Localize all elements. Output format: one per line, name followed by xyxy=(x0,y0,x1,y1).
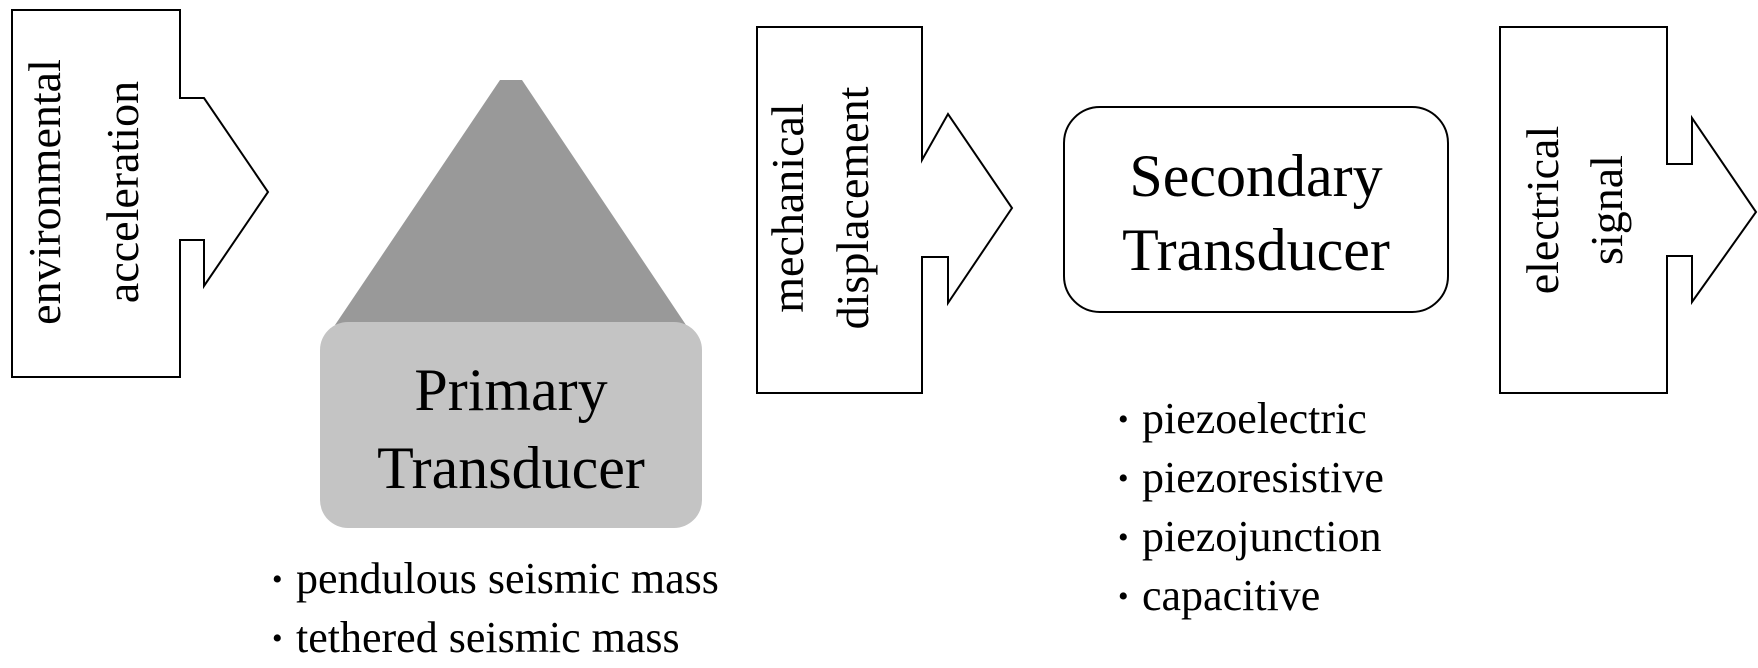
environmental-label: environmental xyxy=(19,59,70,325)
list-item: piezoresistive xyxy=(1118,449,1384,508)
primary-title-line1: Primary xyxy=(414,357,607,423)
secondary-transducer-box xyxy=(1063,106,1449,313)
secondary-title-line2: Transducer xyxy=(1122,217,1390,283)
primary-transducer: Primary Transducer xyxy=(320,80,702,528)
electrical-label: electrical xyxy=(1517,126,1568,295)
secondary-title-line1: Secondary xyxy=(1129,143,1382,209)
list-item: pendulous seismic mass xyxy=(272,550,719,609)
signal-label: signal xyxy=(1581,155,1632,265)
list-item: piezojunction xyxy=(1118,508,1384,567)
primary-transducer-triangle xyxy=(335,80,686,325)
mechanical-label: mechanical xyxy=(762,103,813,312)
primary-title-line2: Transducer xyxy=(377,435,645,501)
primary-transducer-box xyxy=(320,322,702,528)
acceleration-label: acceleration xyxy=(97,81,148,303)
list-item: piezoelectric xyxy=(1118,390,1384,449)
secondary-examples-list: piezoelectric piezoresistive piezojuncti… xyxy=(1118,390,1384,626)
mechanical-displacement-arrow: mechanical displacement xyxy=(756,26,1014,394)
list-item: tethered seismic mass xyxy=(272,609,719,668)
electrical-signal-arrow: electrical signal xyxy=(1499,26,1758,394)
secondary-transducer: Secondary Transducer xyxy=(1063,106,1449,313)
displacement-label: displacement xyxy=(827,86,878,329)
primary-examples-list: pendulous seismic mass tethered seismic … xyxy=(272,550,719,668)
transducer-block-diagram: environmental acceleration Primary Trans… xyxy=(11,9,1758,528)
environmental-acceleration-arrow: environmental acceleration xyxy=(11,9,270,378)
list-item: capacitive xyxy=(1118,567,1384,626)
